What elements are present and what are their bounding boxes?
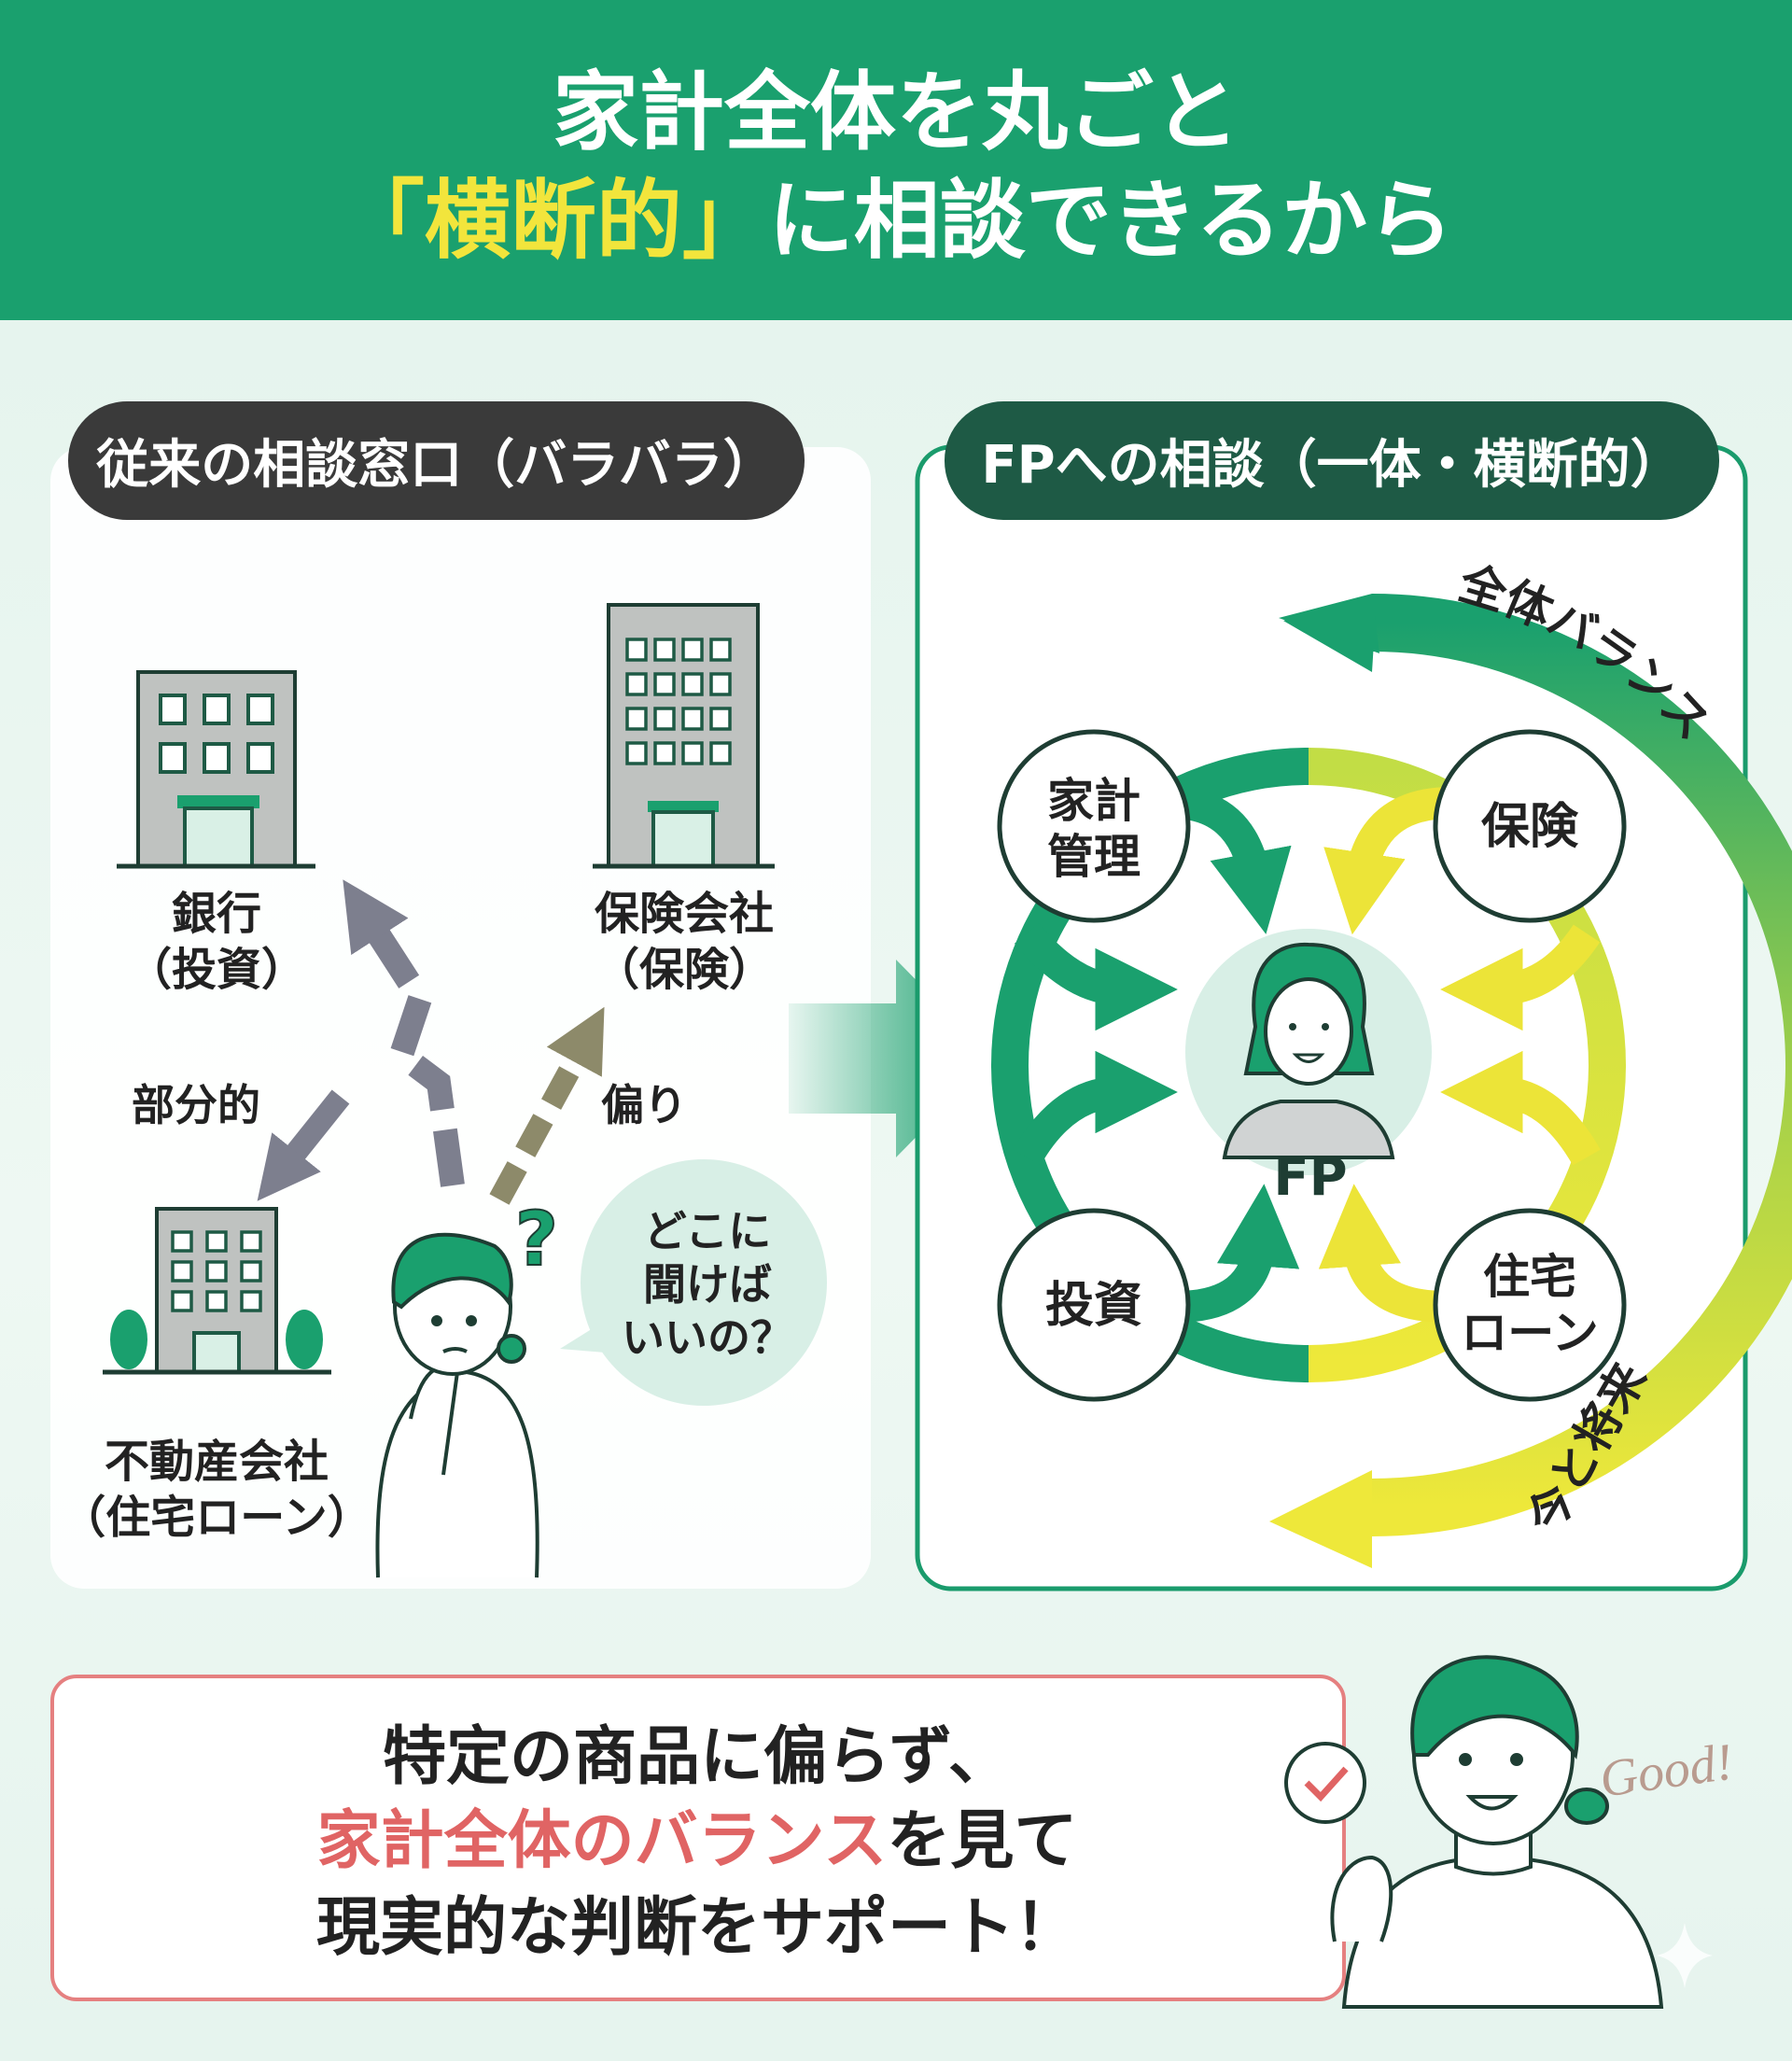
insurance-company-label: 保険会社 [595, 888, 774, 940]
node-label: 家計 [1047, 774, 1141, 828]
real-estate-building-icon [103, 1207, 331, 1375]
check-bubble-icon [1284, 1742, 1366, 1824]
header-band [0, 0, 1792, 320]
arrow-investment-to-fp [1175, 1184, 1300, 1323]
happy-person-illustration [1330, 1655, 1664, 2009]
sparkle-icon [1657, 1923, 1713, 1988]
title-highlight: 「横断的」 [339, 171, 768, 271]
bottom-line3: 現実的な判断をサポート！ [316, 1891, 1078, 1965]
arrow-left-ring-to-fp [1014, 922, 1178, 1031]
node-investment: 投資 [997, 1208, 1191, 1402]
title-line2: 「横断的」に相談できるから [339, 171, 1453, 271]
outer-balance-arc [1371, 594, 1792, 1536]
title-line1: 家計全体を丸ごと [553, 63, 1239, 162]
title-rest: に相談できるから [768, 171, 1453, 271]
arrow-insurance-to-fp [1323, 787, 1452, 935]
label-biased: 偏り [601, 1080, 687, 1130]
tree-icon [110, 1310, 147, 1369]
bottom-line1: 特定の商品に偏らず、 [383, 1720, 1012, 1794]
left-panel: 従来の相談窓口（バラバラ） 銀行 （投資） [50, 401, 871, 1589]
insurance-building-icon [593, 603, 775, 869]
bank-sub-label: （投資） [127, 944, 306, 996]
fp-advisor-avatar: FP [1185, 929, 1432, 1208]
node-label: 管理 [1047, 830, 1141, 884]
arrow-to-insurance [489, 1006, 605, 1205]
arrow-to-real-estate [257, 1089, 350, 1201]
node-household: 家計 管理 [997, 729, 1191, 923]
real-estate-label: 不動産会社 [105, 1436, 329, 1488]
confused-person-illustration [375, 1232, 539, 1578]
node-label: 保険 [1481, 799, 1579, 855]
arrow-to-bank [343, 879, 465, 1187]
good-label: Good! [1596, 1733, 1736, 1809]
node-label: 投資 [1045, 1278, 1142, 1334]
arrow-right-ring-to-fp [1440, 924, 1601, 1031]
question-mark-icon: ? [515, 1196, 558, 1283]
speech-line: 聞けば [643, 1259, 772, 1310]
left-panel-title-pill [68, 401, 805, 520]
tree-icon [286, 1310, 323, 1369]
fp-label: FP [1273, 1147, 1347, 1208]
bottom-message-box: 特定の商品に偏らず、 家計全体のバランスを見て 現実的な判断をサポート！ [50, 1675, 1346, 2001]
speech-bubble: どこに 聞けば いいの？ [560, 1159, 827, 1406]
left-panel-title: 従来の相談窓口（バラバラ） [95, 435, 775, 496]
node-label: 住宅 [1483, 1250, 1576, 1304]
bank-building-icon [117, 670, 315, 869]
right-panel: FPへの相談（一体・横断的） 全体バランス 今と将来 [915, 401, 1792, 1591]
speech-line: どこに [644, 1206, 772, 1256]
node-insurance: 保険 [1433, 729, 1627, 923]
bank-label: 銀行 [172, 888, 261, 940]
bottom-line2: 家計全体のバランスを見て [317, 1804, 1078, 1878]
insurance-company-sub-label: （保険） [595, 944, 774, 996]
node-housing-loan: 住宅 ローン [1433, 1208, 1627, 1402]
node-label: ローン [1461, 1306, 1599, 1360]
bottom-highlight: 家計全体のバランス [317, 1804, 888, 1878]
label-partial: 部分的 [132, 1080, 260, 1130]
arrow-loan-to-fp [1318, 1184, 1448, 1323]
right-panel-title: FPへの相談（一体・横断的） [981, 435, 1682, 496]
right-panel-title-pill [945, 401, 1719, 520]
arrow-left-ring-to-fp [1013, 1050, 1178, 1166]
real-estate-sub-label: （住宅ローン） [61, 1492, 372, 1544]
speech-line: いいの？ [622, 1312, 793, 1363]
arrow-right-ring-to-fp [1440, 1050, 1601, 1166]
bottom-line2-rest: を見て [887, 1804, 1077, 1878]
outer-arc-bottom-arrowhead [1269, 1470, 1372, 1568]
